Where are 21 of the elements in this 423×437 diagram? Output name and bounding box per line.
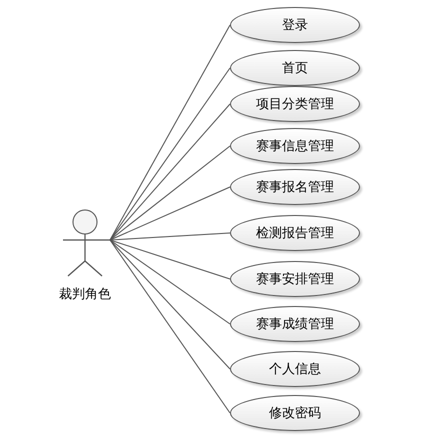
use-case-label: 项目分类管理 — [256, 96, 334, 113]
association-line — [110, 68, 230, 240]
use-case-label: 赛事安排管理 — [256, 271, 334, 288]
use-case-label: 赛事报名管理 — [256, 179, 334, 196]
use-case-label: 赛事信息管理 — [256, 138, 334, 155]
use-case-label: 检测报告管理 — [256, 225, 334, 242]
use-case-label: 修改密码 — [269, 405, 321, 422]
association-line — [110, 186, 230, 240]
association-line — [110, 240, 230, 370]
association-line — [110, 240, 230, 324]
association-line — [110, 24, 230, 240]
use-case-label: 个人信息 — [269, 361, 321, 378]
association-line — [110, 104, 230, 240]
association-line — [110, 240, 230, 280]
association-line — [110, 146, 230, 240]
association-line — [110, 240, 230, 414]
use-case-label: 登录 — [282, 17, 308, 34]
association-line — [110, 232, 230, 240]
use-case-label: 首页 — [282, 60, 308, 77]
use-case-label: 赛事成绩管理 — [256, 316, 334, 333]
actor-name: 裁判角色 — [58, 286, 112, 303]
